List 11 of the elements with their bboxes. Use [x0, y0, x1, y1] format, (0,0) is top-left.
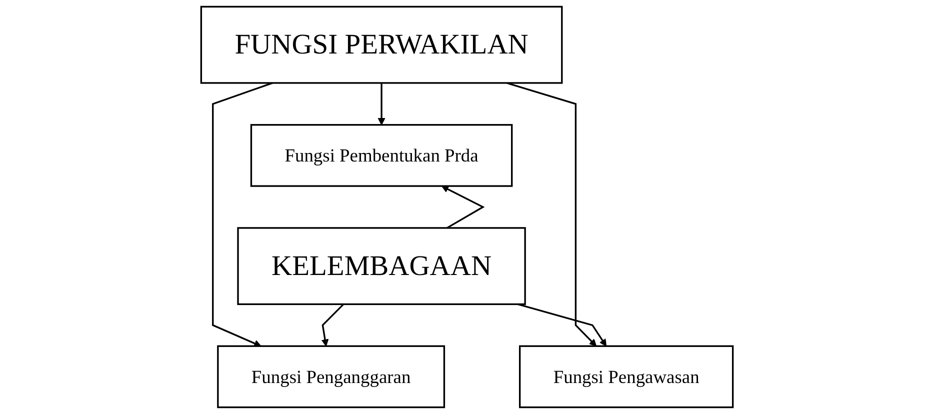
arrow	[441, 186, 485, 229]
node-box: Fungsi Penganggaran	[217, 345, 446, 408]
arrow	[321, 304, 344, 346]
node-box: Fungsi Pembentukan Prda	[250, 124, 513, 187]
arrow	[212, 82, 273, 347]
node-box: KELEMBAGAAN	[237, 227, 526, 306]
node-box: Fungsi Pengawasan	[518, 345, 734, 408]
arrow	[517, 303, 607, 346]
node-box: FUNGSI PERWAKILAN	[200, 6, 563, 84]
arrow	[506, 82, 597, 346]
arrow	[378, 82, 386, 126]
